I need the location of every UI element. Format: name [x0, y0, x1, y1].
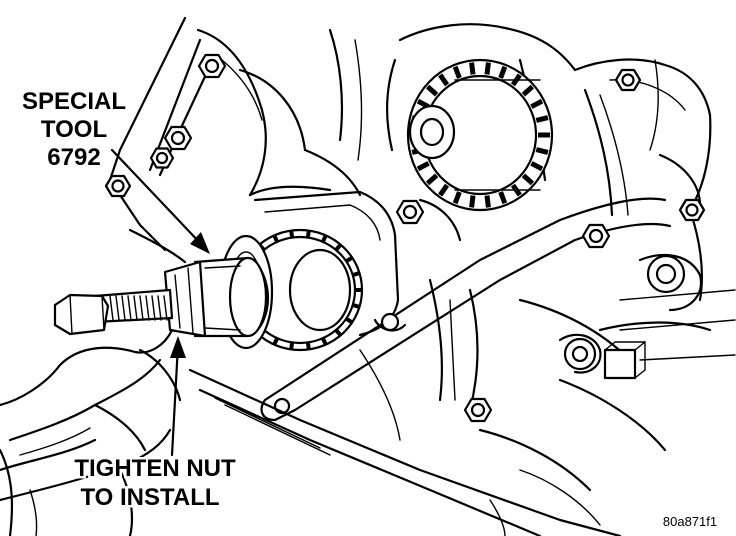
- sprocket-tooth: [438, 73, 450, 87]
- thread-line: [163, 295, 168, 321]
- sprocket-tooth: [484, 62, 491, 75]
- sprocket-tooth: [351, 302, 361, 309]
- thread-line: [133, 295, 138, 321]
- sprocket-tooth: [521, 84, 535, 97]
- callout-arrows: [110, 148, 210, 457]
- sprocket-tooth: [535, 147, 549, 155]
- callout-line-2: TO INSTALL: [80, 484, 219, 511]
- callout-line-2: TOOL: [41, 116, 107, 143]
- tighten-nut-callout: TIGHTEN NUT TO INSTALL: [72, 453, 239, 514]
- engine-casting: [108, 16, 736, 536]
- bolt-icon: [197, 53, 227, 79]
- sprocket-tooth: [452, 65, 462, 79]
- sprocket-tooth: [498, 191, 508, 205]
- bolt-icon: [149, 147, 175, 169]
- technician-hand: [0, 328, 182, 536]
- thread-line: [127, 295, 132, 321]
- sprocket-tooth: [289, 341, 295, 350]
- thread-line: [145, 295, 150, 321]
- sprocket-tooth: [538, 132, 550, 138]
- sprocket-tooth: [305, 230, 311, 239]
- tighten-nut-leader-line: [170, 343, 180, 457]
- thread-line: [151, 295, 156, 321]
- arrowhead-icon: [170, 336, 186, 358]
- sprocket-tooth: [498, 65, 508, 79]
- sprocket-tooth: [344, 316, 354, 325]
- sprocket-tooth: [272, 234, 280, 244]
- sprocket-tooth: [530, 161, 544, 172]
- sprocket-tooth: [425, 84, 439, 97]
- sprocket-tooth: [333, 243, 343, 253]
- sprocket-tooth: [289, 230, 295, 239]
- sprocket-tooth: [469, 62, 476, 75]
- bolt-icon: [678, 198, 706, 222]
- sprocket-tooth: [521, 173, 535, 186]
- sprocket-tooth: [272, 336, 280, 346]
- sprocket-tooth: [351, 271, 361, 278]
- thread-line: [115, 295, 120, 321]
- figure-id: 80a871f1: [663, 514, 717, 529]
- special-tool-callout: SPECIAL TOOL 6792: [19, 86, 128, 174]
- sprocket-tooth: [425, 173, 439, 186]
- bolt-icon: [104, 174, 132, 198]
- sprocket-tooth: [344, 255, 354, 264]
- arrowhead-icon: [190, 232, 210, 254]
- bolt-icon: [581, 223, 611, 249]
- sprocket-tooth: [320, 336, 328, 346]
- callout-line-1: SPECIAL: [22, 88, 126, 115]
- sprocket-tooth: [305, 341, 311, 350]
- sprocket-tooth: [530, 98, 544, 109]
- bolt-icon: [395, 199, 425, 225]
- upper-sprocket: [406, 58, 554, 212]
- special-tool-6792: [53, 256, 270, 338]
- sprocket-tooth: [438, 183, 450, 197]
- thread-line: [109, 295, 114, 321]
- sprocket-tooth: [354, 288, 362, 292]
- sprocket-tooth: [469, 195, 476, 208]
- callout-line-3: 6792: [47, 144, 100, 171]
- special-tool-leader-line: [110, 148, 204, 247]
- thread-line: [139, 295, 144, 321]
- thread-line: [121, 295, 126, 321]
- sprocket-tooth: [416, 161, 430, 172]
- bolts: [104, 53, 706, 423]
- sprocket-tooth: [484, 195, 491, 208]
- callout-line-1: TIGHTEN NUT: [74, 455, 236, 482]
- bolt-icon: [463, 397, 493, 423]
- bolt-icon: [614, 68, 642, 92]
- bolt-icon: [163, 125, 193, 151]
- sprocket-tooth: [535, 115, 549, 123]
- sprocket-tooth: [333, 327, 343, 337]
- sprocket-tooth: [452, 191, 462, 205]
- sprocket-tooth: [320, 234, 328, 244]
- thread-line: [157, 295, 162, 321]
